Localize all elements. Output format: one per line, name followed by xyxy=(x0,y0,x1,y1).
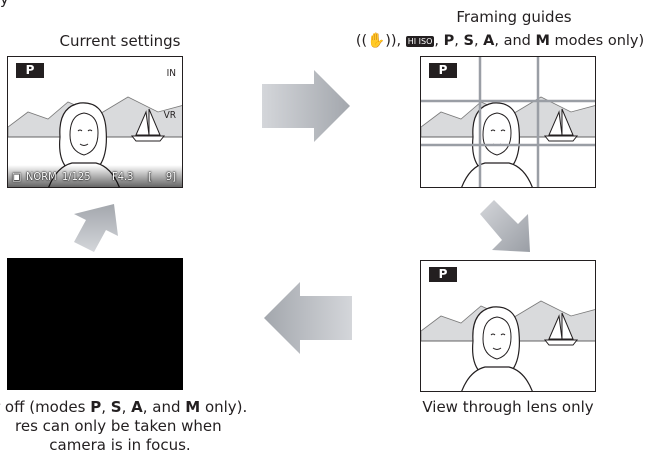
framing-guides-screen: P xyxy=(420,56,596,188)
frames-remaining: 9] xyxy=(165,170,176,183)
arrow-up-icon xyxy=(74,204,118,252)
mode-indicator: P xyxy=(429,267,457,282)
focus-bracket: [ xyxy=(148,170,152,183)
vr-icon: VR xyxy=(163,110,176,121)
scene-illustration xyxy=(421,300,595,391)
shutter-speed-value: 1/125 xyxy=(62,170,91,183)
hand-icon: ✋ xyxy=(367,33,386,49)
scene-illustration xyxy=(421,57,595,187)
aperture-value: F4.3 xyxy=(112,170,134,183)
hi-iso-icon: HI ISO xyxy=(405,35,435,47)
framing-grid xyxy=(421,57,595,187)
mode-indicator: P xyxy=(429,63,457,78)
current-settings-title: Current settings xyxy=(59,32,181,50)
image-quality-indicator: NORM xyxy=(26,170,57,183)
monitor-off-screen xyxy=(7,258,183,390)
lens-only-screen: P xyxy=(420,260,596,392)
arrow-left-icon xyxy=(264,282,352,354)
mode-indicator: P xyxy=(16,63,44,78)
framing-guides-subtitle: ((✋)), HI ISO, P, S, A, and M modes only… xyxy=(355,33,645,49)
arrow-down-icon xyxy=(480,200,530,252)
framing-guides-title: Framing guides xyxy=(456,8,572,26)
arrow-right-icon xyxy=(262,70,350,142)
lens-only-caption: View through lens only xyxy=(422,398,594,416)
cut-off-text: y xyxy=(0,0,9,9)
current-settings-screen: P IN VR ▣ NORM 1/125 F4.3 [ 9] xyxy=(7,56,183,188)
monitor-off-caption: r off (modes P, S, A, and M only). res c… xyxy=(0,398,248,454)
camera-mode-icon: ▣ xyxy=(12,170,22,183)
internal-memory-icon: IN xyxy=(166,68,176,79)
